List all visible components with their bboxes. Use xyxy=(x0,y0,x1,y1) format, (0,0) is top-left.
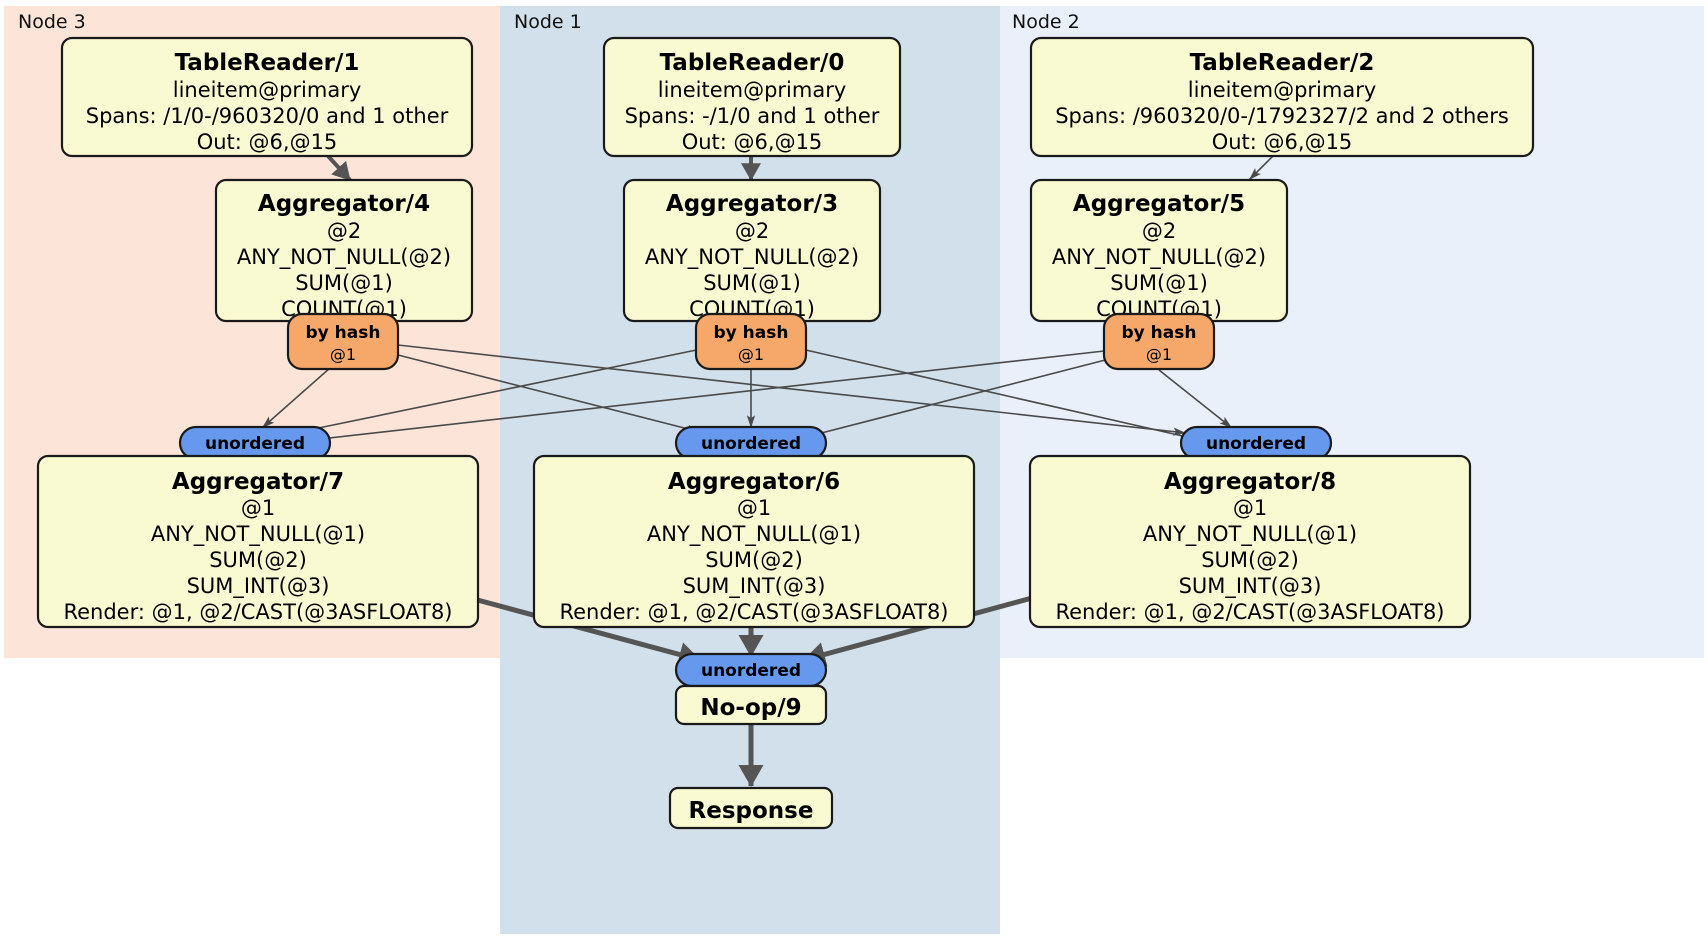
processor-title: Aggregator/7 xyxy=(172,469,344,495)
processor-line: @2 xyxy=(327,219,361,243)
processor-line: ANY_NOT_NULL(@1) xyxy=(647,522,861,547)
synchronizer-label: unordered xyxy=(701,661,801,681)
processor-line: @2 xyxy=(735,219,769,243)
processor-line: SUM(@2) xyxy=(1201,548,1299,572)
router-by-hash-right[interactable]: by hash @1 xyxy=(1102,312,1216,371)
edge-hashcenter-to-unorderedleft xyxy=(269,347,707,440)
processor-line: lineitem@primary xyxy=(1188,78,1377,102)
edge-hashright-to-unorderedcenter xyxy=(801,357,1114,439)
processor-noop-9[interactable]: No-op/9 xyxy=(674,684,828,726)
processor-aggregator-6[interactable]: Aggregator/6 @1 ANY_NOT_NULL(@1) SUM(@2)… xyxy=(532,454,976,629)
processor-line: ANY_NOT_NULL(@1) xyxy=(1143,522,1357,547)
processor-line: lineitem@primary xyxy=(173,78,362,102)
processor-line: @1 xyxy=(737,496,771,520)
processor-title: Aggregator/6 xyxy=(668,469,840,495)
processor-title: TableReader/1 xyxy=(175,50,360,76)
router-subtitle: @1 xyxy=(330,345,356,364)
processor-aggregator-7[interactable]: Aggregator/7 @1 ANY_NOT_NULL(@1) SUM(@2)… xyxy=(36,454,480,629)
processor-line: @1 xyxy=(1233,496,1267,520)
processor-title: Aggregator/5 xyxy=(1073,191,1245,217)
processor-title: No-op/9 xyxy=(700,695,801,721)
processor-line: ANY_NOT_NULL(@2) xyxy=(645,245,859,270)
processor-line: Render: @1, @2/CAST(@3ASFLOAT8) xyxy=(1055,600,1444,624)
edge-tablereader2-to-aggregator5 xyxy=(1248,155,1274,181)
processor-line: Out: @6,@15 xyxy=(1212,130,1353,154)
edge-aggregator7-to-final-sync xyxy=(469,595,701,667)
processor-aggregator-3[interactable]: Aggregator/3 @2 ANY_NOT_NULL(@2) SUM(@1)… xyxy=(622,178,882,323)
router-subtitle: @1 xyxy=(1146,345,1172,364)
synchronizer-unordered-final[interactable]: unordered xyxy=(674,652,828,688)
processor-line: Render: @1, @2/CAST(@3ASFLOAT8) xyxy=(63,600,452,624)
edge-aggregator8-to-final-sync xyxy=(803,595,1033,667)
router-title: by hash xyxy=(306,323,381,343)
processor-line: SUM(@1) xyxy=(295,271,393,295)
synchronizer-label: unordered xyxy=(205,434,305,454)
edge-hashright-to-unorderedright xyxy=(1158,369,1233,429)
processor-line: Render: @1, @2/CAST(@3ASFLOAT8) xyxy=(559,600,948,624)
processor-line: Spans: /1/0-/960320/0 and 1 other xyxy=(86,104,449,128)
processor-line: SUM_INT(@3) xyxy=(1179,574,1322,599)
processor-aggregator-5[interactable]: Aggregator/5 @2 ANY_NOT_NULL(@2) SUM(@1)… xyxy=(1029,178,1289,323)
synchronizer-unordered-center[interactable]: unordered xyxy=(674,425,828,461)
synchronizer-unordered-right[interactable]: unordered xyxy=(1179,425,1333,461)
node-panel-label-node3: Node 3 xyxy=(18,11,86,33)
processor-line: ANY_NOT_NULL(@1) xyxy=(151,522,365,547)
edge-tablereader1-to-aggregator4 xyxy=(326,154,352,182)
processor-title: Aggregator/3 xyxy=(666,191,838,217)
processor-title: TableReader/0 xyxy=(660,50,845,76)
router-by-hash-center[interactable]: by hash @1 xyxy=(694,312,808,371)
processor-title: TableReader/2 xyxy=(1190,50,1375,76)
edge-hashleft-to-unorderedright xyxy=(397,344,1187,436)
edge-hashleft-to-unorderedleft xyxy=(261,367,331,429)
processor-response[interactable]: Response xyxy=(668,786,834,830)
router-by-hash-left[interactable]: by hash @1 xyxy=(286,312,400,371)
synchronizer-unordered-left[interactable]: unordered xyxy=(178,425,332,461)
processor-title: Response xyxy=(689,798,814,824)
synchronizer-label: unordered xyxy=(1206,434,1306,454)
processor-tablereader-0[interactable]: TableReader/0 lineitem@primary Spans: -/… xyxy=(602,36,902,158)
router-title: by hash xyxy=(714,323,789,343)
processor-line: SUM(@1) xyxy=(703,271,801,295)
processor-line: @2 xyxy=(1142,219,1176,243)
processor-line: SUM(@2) xyxy=(705,548,803,572)
processor-line: SUM(@1) xyxy=(1110,271,1208,295)
processor-title: Aggregator/8 xyxy=(1164,469,1336,495)
edge-hashcenter-to-unorderedright xyxy=(796,347,1201,442)
node-panel-label-node1: Node 1 xyxy=(514,11,582,33)
processor-line: ANY_NOT_NULL(@2) xyxy=(237,245,451,270)
processor-line: Out: @6,@15 xyxy=(197,130,338,154)
node-panel-label-node2: Node 2 xyxy=(1012,11,1080,33)
processor-tablereader-2[interactable]: TableReader/2 lineitem@primary Spans: /9… xyxy=(1029,36,1535,158)
processor-line: lineitem@primary xyxy=(658,78,847,102)
processor-aggregator-4[interactable]: Aggregator/4 @2 ANY_NOT_NULL(@2) SUM(@1)… xyxy=(214,178,474,323)
processor-line: Spans: -/1/0 and 1 other xyxy=(625,104,880,128)
processor-line: Out: @6,@15 xyxy=(682,130,823,154)
processor-line: SUM_INT(@3) xyxy=(683,574,826,599)
processor-tablereader-1[interactable]: TableReader/1 lineitem@primary Spans: /1… xyxy=(60,36,474,158)
processor-line: @1 xyxy=(241,496,275,520)
processor-line: Spans: /960320/0-/1792327/2 and 2 others xyxy=(1055,104,1509,128)
processor-line: SUM(@2) xyxy=(209,548,307,572)
router-subtitle: @1 xyxy=(738,345,764,364)
edge-hashleft-to-unorderedcenter xyxy=(397,354,701,433)
processor-line: SUM_INT(@3) xyxy=(187,574,330,599)
processor-aggregator-8[interactable]: Aggregator/8 @1 ANY_NOT_NULL(@1) SUM(@2)… xyxy=(1028,454,1472,629)
processor-title: Aggregator/4 xyxy=(258,191,430,217)
processor-line: ANY_NOT_NULL(@2) xyxy=(1052,245,1266,270)
edge-hashright-to-unorderedleft xyxy=(275,349,1114,447)
synchronizer-label: unordered xyxy=(701,434,801,454)
router-title: by hash xyxy=(1122,323,1197,343)
